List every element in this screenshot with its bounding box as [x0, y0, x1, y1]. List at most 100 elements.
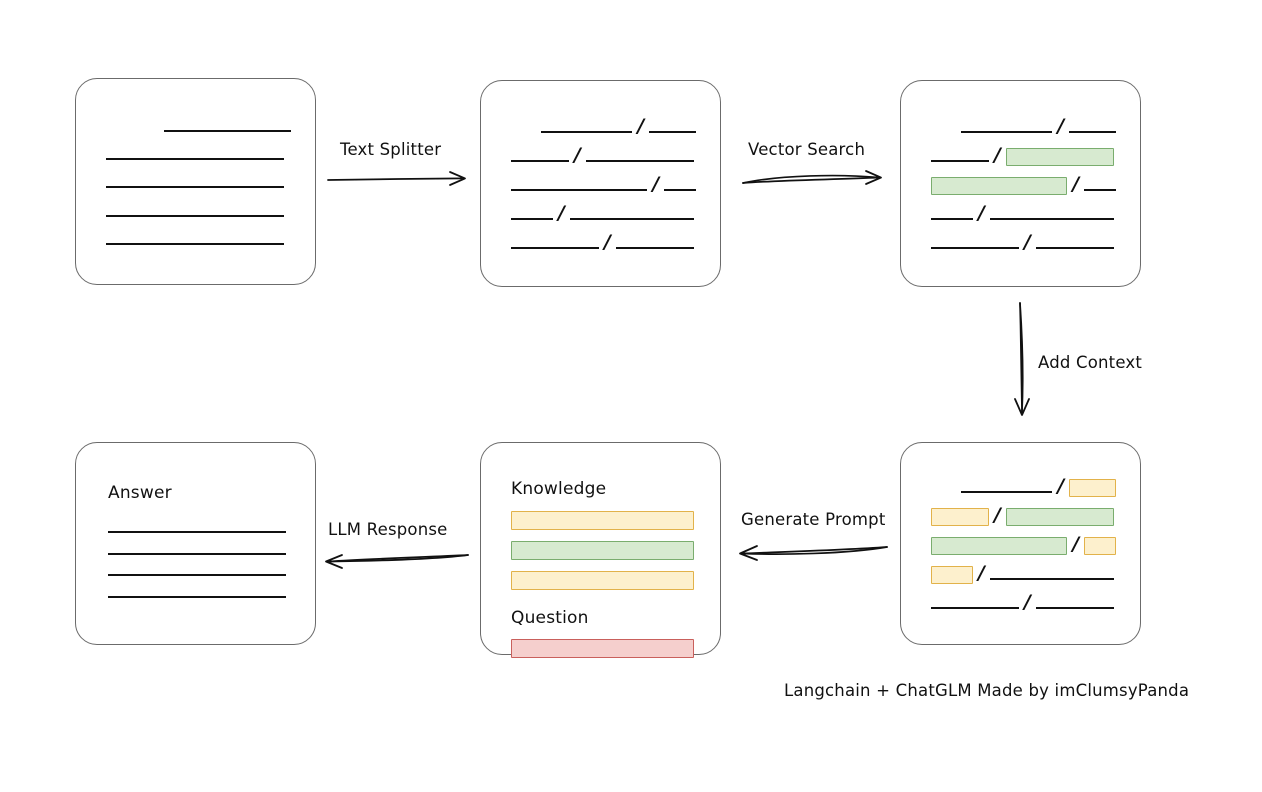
- arrow-down-icon: [1014, 302, 1030, 416]
- answer-card[interactable]: Answer: [75, 442, 316, 645]
- line-rule: [664, 188, 696, 191]
- line-slash: /: [558, 202, 565, 224]
- answer-lines: [108, 503, 287, 618]
- edge-add-context-label: Add Context: [1038, 353, 1143, 372]
- document-line: /: [511, 117, 696, 136]
- document-line: /: [931, 477, 1116, 497]
- arrow-right-icon: [742, 170, 882, 185]
- line-rule: [585, 159, 694, 162]
- prompt-card[interactable]: Knowledge Question: [480, 442, 721, 658]
- line-slash: /: [1072, 173, 1080, 195]
- document-line: /: [931, 535, 1116, 555]
- answer-line: [108, 574, 286, 577]
- line-rule: [106, 242, 284, 245]
- split-document-lines: / / / / /: [511, 113, 696, 258]
- document-line: [106, 205, 291, 219]
- context-document-lines: / / / / /: [931, 473, 1116, 618]
- arrow-left-icon: [739, 545, 888, 561]
- diagram-caption: Langchain + ChatGLM Made by imClumsyPand…: [784, 681, 1190, 700]
- line-slash: /: [994, 504, 1001, 526]
- line-rule: [961, 130, 1053, 133]
- document-line: [106, 148, 291, 162]
- line-rule: [106, 214, 284, 217]
- edge-vector-search-label: Vector Search: [748, 140, 866, 159]
- line-rule: [511, 217, 553, 220]
- question-label: Question: [511, 608, 589, 628]
- knowledge-bar: [511, 571, 694, 590]
- document-line: /: [931, 564, 1116, 584]
- knowledge-bar: [511, 511, 694, 530]
- document-line: /: [931, 146, 1116, 166]
- source-document-card[interactable]: [75, 78, 316, 285]
- line-rule: [649, 130, 696, 133]
- knowledge-label: Knowledge: [511, 479, 607, 499]
- edge-vector-search: Vector Search: [740, 140, 890, 190]
- line-rule: [961, 490, 1053, 493]
- document-line: /: [931, 593, 1116, 612]
- knowledge-bar: [511, 541, 694, 560]
- matched-document-lines: /////: [931, 113, 1116, 258]
- line-slash: /: [1024, 591, 1031, 613]
- edge-text-splitter: Text Splitter: [326, 140, 476, 190]
- line-rule: [1084, 188, 1116, 191]
- context-document-card[interactable]: / / / / /: [900, 442, 1141, 645]
- answer-line: [108, 596, 286, 599]
- line-rule: [931, 606, 1019, 609]
- answer-card-body: Answer: [108, 467, 287, 618]
- line-rule: [1069, 130, 1116, 133]
- edge-llm-response: LLM Response: [320, 520, 480, 570]
- document-line: /: [511, 204, 696, 223]
- line-rule: [989, 577, 1114, 580]
- edge-generate-prompt: Generate Prompt: [735, 510, 900, 561]
- document-line: [106, 120, 291, 134]
- line-slash: /: [1057, 115, 1065, 137]
- highlight-green: [1005, 147, 1114, 166]
- knowledge-bars: [511, 511, 694, 590]
- answer-label: Answer: [108, 483, 172, 503]
- question-bars: [511, 639, 694, 658]
- edge-text-splitter-label: Text Splitter: [340, 140, 442, 159]
- line-slash: /: [637, 115, 645, 137]
- line-rule: [1035, 606, 1114, 609]
- edge-generate-prompt-label: Generate Prompt: [741, 510, 886, 529]
- document-line: /: [511, 233, 696, 252]
- arrow-left-icon: [325, 554, 469, 569]
- document-line: /: [931, 175, 1116, 195]
- highlight-green: [1005, 507, 1114, 526]
- question-bar: [511, 639, 694, 658]
- highlight-yellow: [1069, 478, 1116, 497]
- document-line: /: [931, 117, 1116, 136]
- highlight-yellow: [931, 507, 989, 526]
- highlight-green: [931, 536, 1068, 555]
- prompt-card-body: Knowledge Question: [511, 465, 694, 658]
- line-rule: [106, 158, 284, 161]
- line-rule: [511, 159, 569, 162]
- document-line: /: [511, 175, 696, 194]
- line-rule: [164, 130, 291, 133]
- edge-llm-response-label: LLM Response: [328, 520, 448, 539]
- document-line: [106, 233, 291, 247]
- line-slash: /: [978, 562, 985, 584]
- highlight-yellow: [1084, 536, 1116, 555]
- line-slash: /: [574, 144, 581, 166]
- line-slash: /: [1057, 475, 1065, 497]
- line-rule: [1035, 246, 1114, 249]
- highlight-yellow: [931, 565, 973, 584]
- line-rule: [989, 217, 1114, 220]
- answer-line: [108, 552, 286, 555]
- document-line: [106, 176, 291, 190]
- line-rule: [569, 217, 694, 220]
- line-rule: [931, 217, 973, 220]
- line-slash: /: [1072, 533, 1080, 555]
- answer-line: [108, 530, 286, 533]
- edge-add-context: Add Context: [1005, 300, 1165, 425]
- line-slash: /: [1024, 231, 1031, 253]
- matched-document-card[interactable]: /////: [900, 80, 1141, 287]
- line-rule: [106, 186, 284, 189]
- document-line: /: [511, 146, 696, 165]
- document-line: /: [931, 233, 1116, 252]
- line-rule: [615, 246, 694, 249]
- line-rule: [931, 159, 989, 162]
- document-line: /: [931, 506, 1116, 526]
- split-document-card[interactable]: / / / / /: [480, 80, 721, 287]
